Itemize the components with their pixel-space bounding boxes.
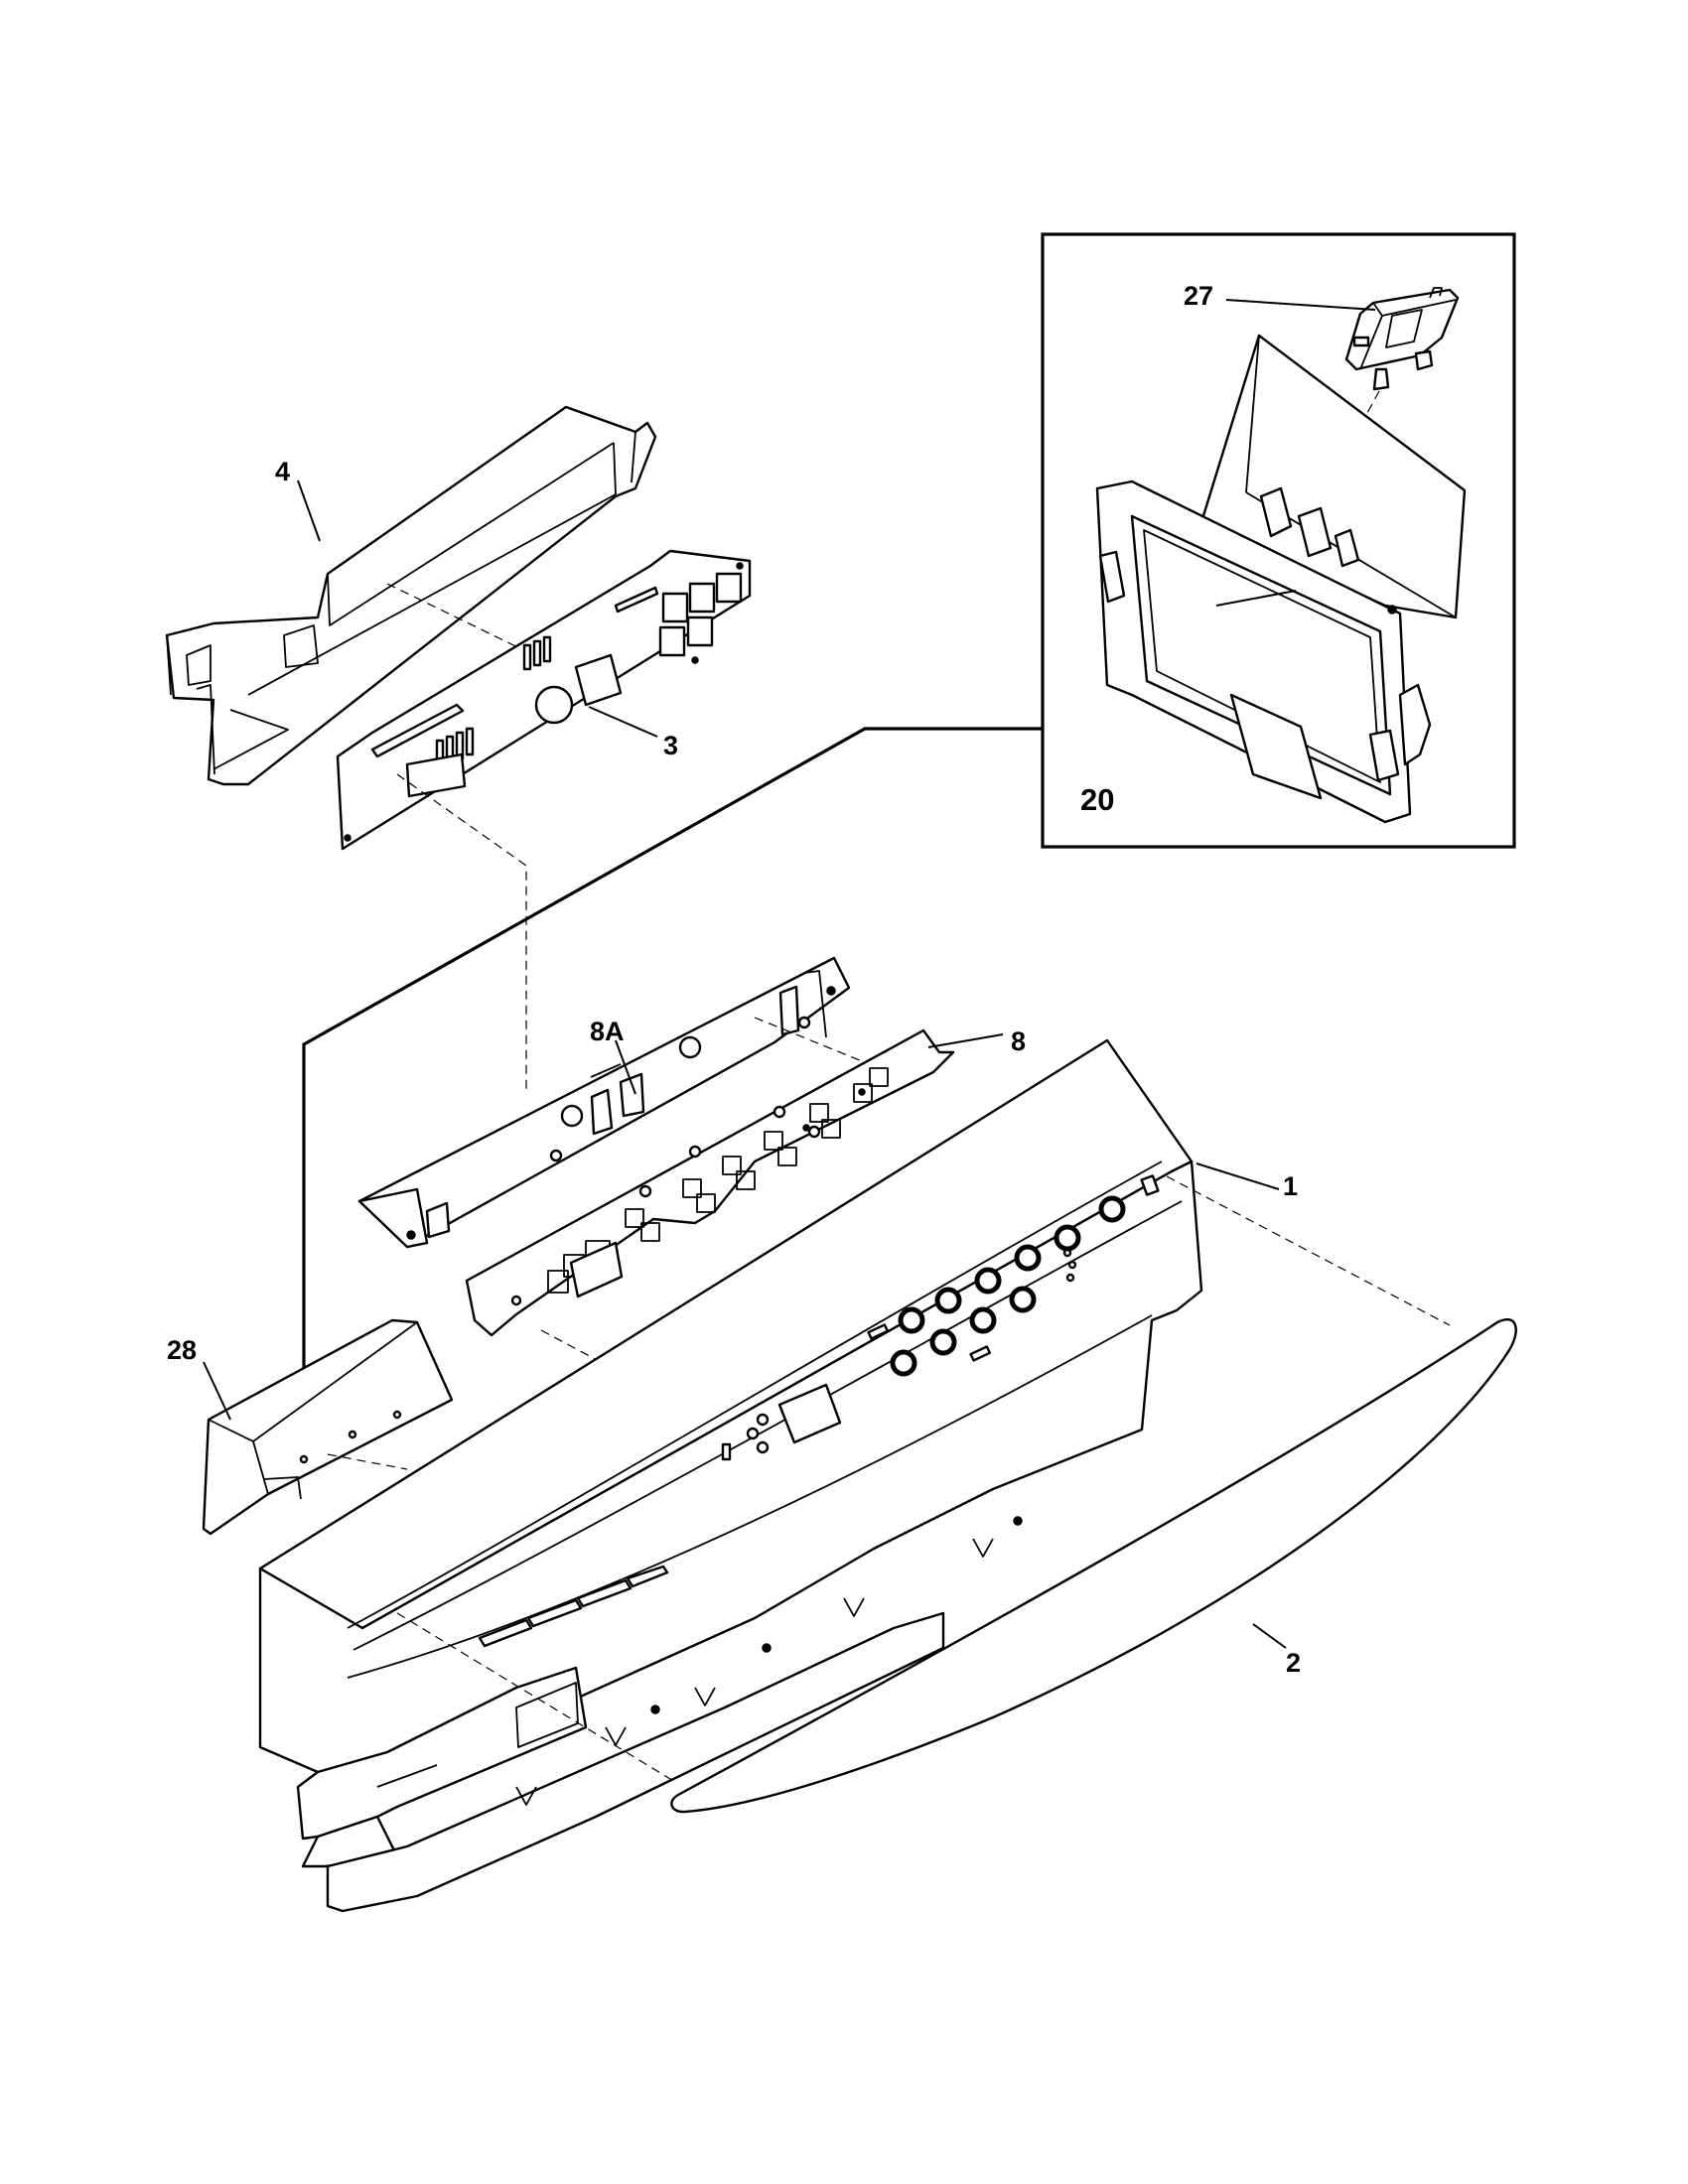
part-20-housing[interactable] — [1095, 334, 1467, 824]
part-3-control-board[interactable] — [336, 549, 752, 851]
part-8-keypad-board[interactable] — [465, 1028, 955, 1337]
dash-28 — [327, 1453, 408, 1470]
part-8a-bracket[interactable] — [357, 956, 851, 1249]
callout-3: 3 — [663, 731, 678, 760]
callout-8: 8 — [1011, 1026, 1026, 1056]
callout-28: 28 — [167, 1335, 197, 1365]
part-28-end-cap[interactable] — [202, 1318, 454, 1536]
part-1-control-console[interactable] — [258, 1038, 1203, 1913]
knob-cluster — [890, 1195, 1126, 1377]
callout-4: 4 — [275, 457, 290, 486]
dash-3-down — [396, 773, 527, 1092]
leader-lines — [203, 299, 1376, 1649]
dash-1-front — [396, 1612, 676, 1783]
callout-27: 27 — [1184, 281, 1213, 311]
callout-2: 2 — [1286, 1648, 1301, 1678]
part-2-overlay-trim[interactable] — [670, 1318, 1517, 1814]
dash-1-to-2 — [1166, 1175, 1451, 1326]
inset-connector-line — [302, 727, 1043, 1370]
callout-20: 20 — [1080, 782, 1114, 817]
part-4-housing[interactable] — [165, 405, 657, 786]
callout-1: 1 — [1283, 1171, 1298, 1201]
callout-8a: 8A — [590, 1017, 625, 1046]
part-27-switch[interactable] — [1344, 287, 1460, 391]
inset-detail-frame — [302, 232, 1516, 1370]
